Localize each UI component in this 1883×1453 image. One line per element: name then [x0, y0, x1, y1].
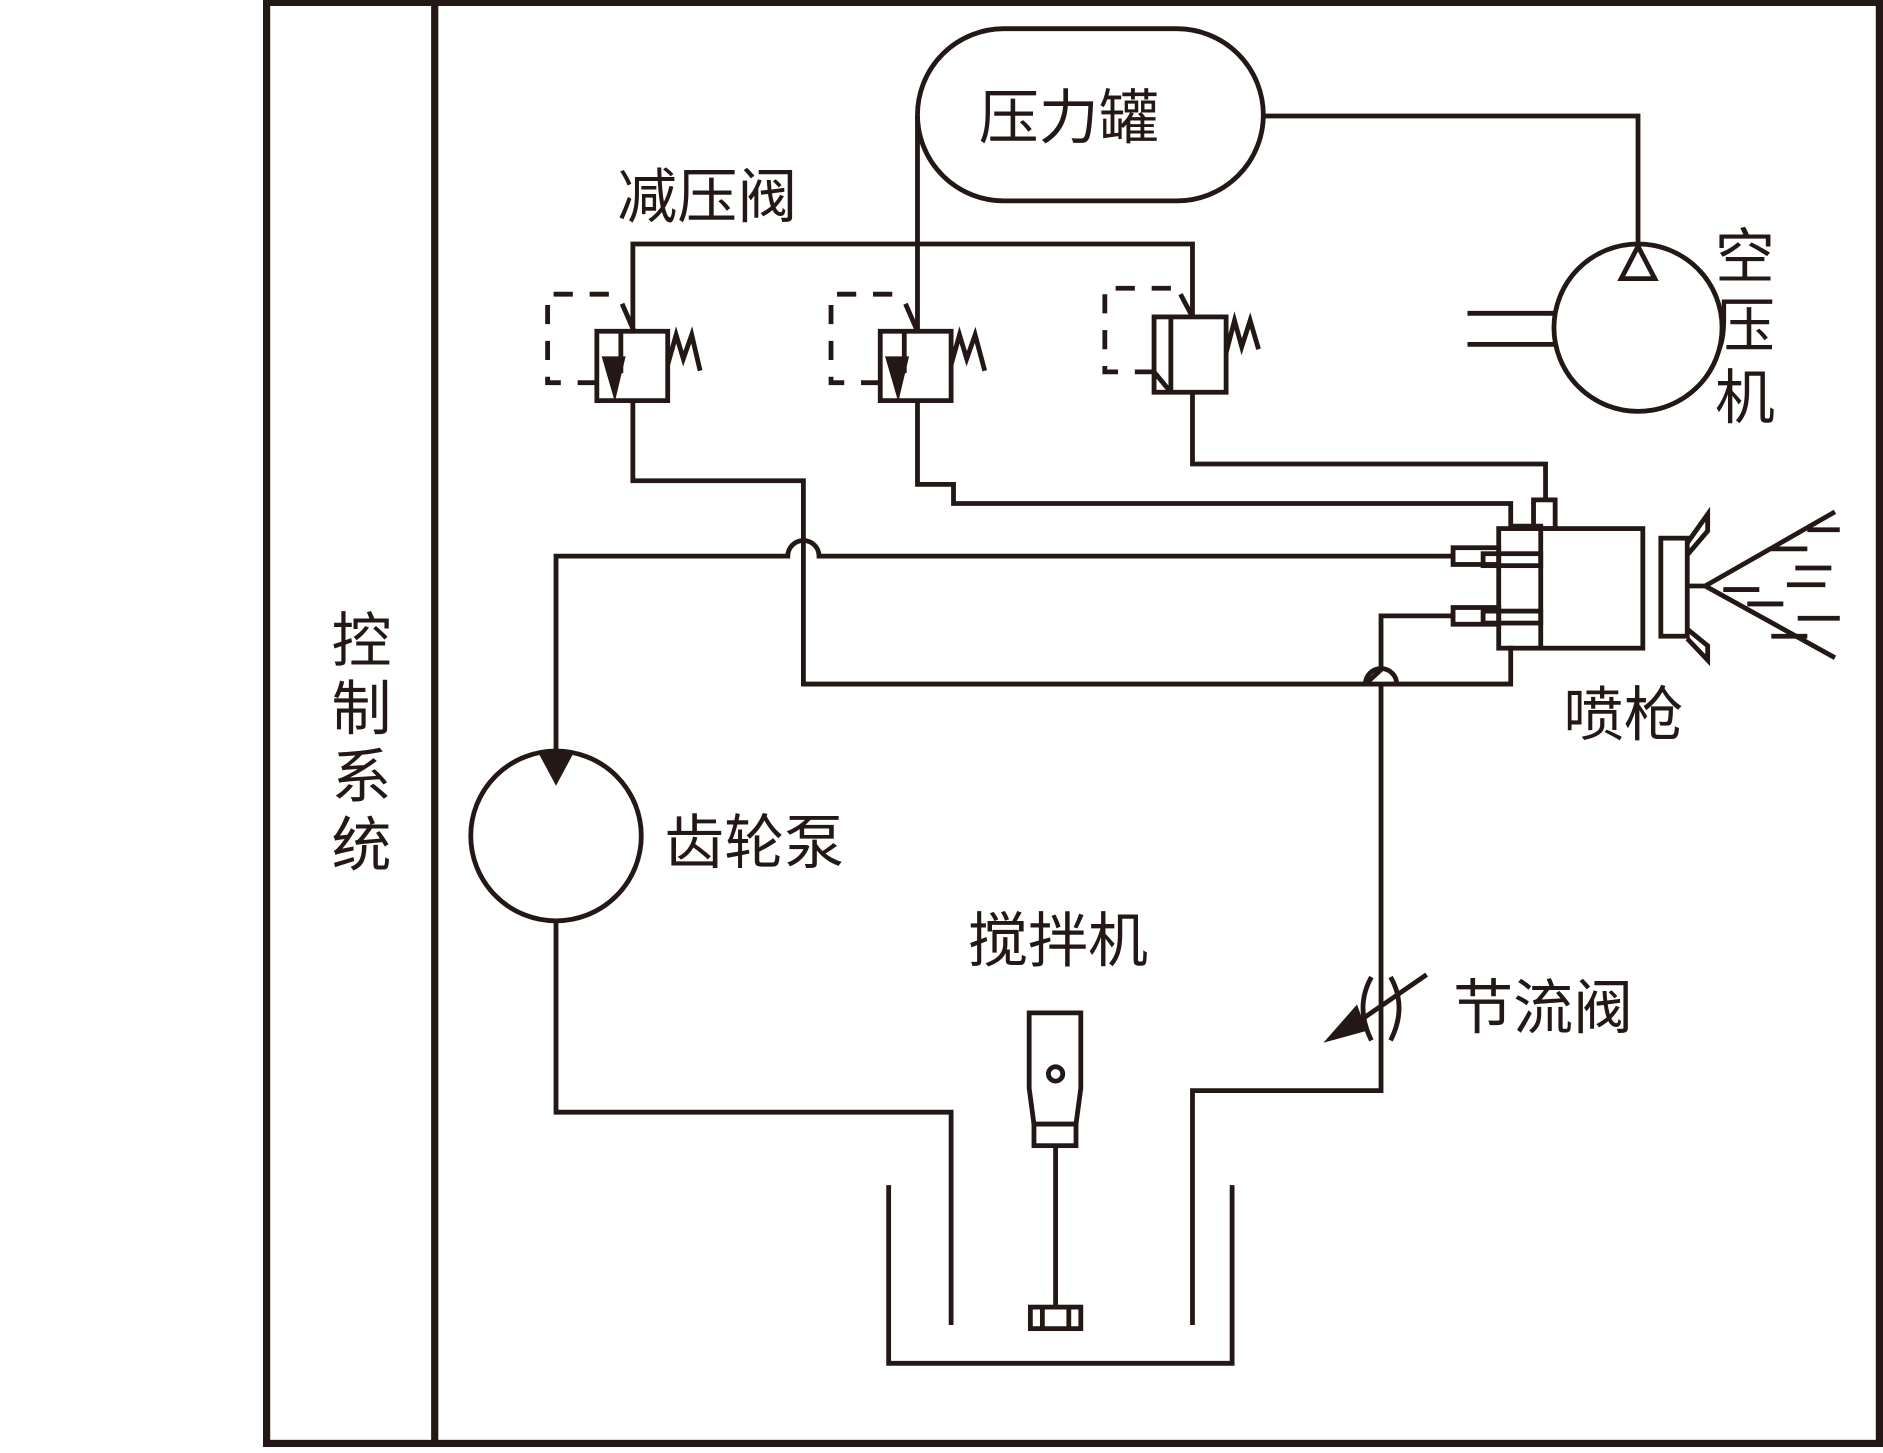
control-system-char: 系	[331, 743, 391, 813]
outer-frame	[262, 0, 1883, 1448]
pressure-reducing-valve-1	[545, 291, 703, 404]
spray-gun-label: 喷枪	[1564, 681, 1684, 751]
valve2-to-gun-line	[915, 400, 1544, 529]
throttle-valve-label: 节流阀	[1453, 974, 1633, 1044]
air-compressor-char: 压	[1715, 292, 1775, 362]
pressure-tank: 压力罐	[915, 26, 1266, 204]
mixing-tank	[886, 1185, 1235, 1366]
spray-cone-icon	[1704, 509, 1840, 660]
pump-direction-arrow-icon	[538, 752, 575, 786]
pressure-reducing-valve-2	[828, 291, 988, 404]
control-system-char: 控	[331, 606, 391, 676]
pressure-tank-label: 压力罐	[979, 84, 1159, 154]
pressure-reducing-valve-label: 减压阀	[617, 163, 797, 233]
valve3-to-gun-line	[1190, 392, 1548, 500]
pressure-reducing-valve-3	[1102, 285, 1261, 395]
pump-to-mixer-line	[553, 920, 954, 1326]
throttle-return-line	[1190, 666, 1400, 1326]
control-system-char: 统	[331, 811, 391, 881]
throttle-arrow-icon	[1323, 1004, 1367, 1043]
gun-to-throttle-line	[1363, 613, 1454, 686]
control-system-label: 控 制 系 统	[331, 606, 391, 880]
valve1-to-gun-line	[630, 400, 1514, 687]
mixer: 搅拌机	[968, 907, 1148, 1332]
pump-to-gun-line	[553, 538, 1454, 752]
gear-pump: 齿轮泵	[468, 748, 844, 924]
air-compressor-char: 空	[1715, 223, 1775, 293]
throttle-valve: 节流阀	[1323, 972, 1633, 1044]
air-compressor: 空 压 机	[1467, 223, 1775, 434]
tank-to-compressor-line	[1263, 113, 1641, 246]
mixer-impeller	[1027, 1304, 1084, 1332]
air-compressor-char: 机	[1715, 364, 1775, 434]
mixer-label: 搅拌机	[968, 907, 1148, 977]
control-system-char: 制	[331, 675, 391, 745]
spray-gun: 喷枪	[1450, 497, 1840, 751]
gear-pump-label: 齿轮泵	[664, 809, 844, 879]
compressor-triangle-icon	[1617, 241, 1659, 282]
valve-supply-line	[630, 241, 1195, 332]
